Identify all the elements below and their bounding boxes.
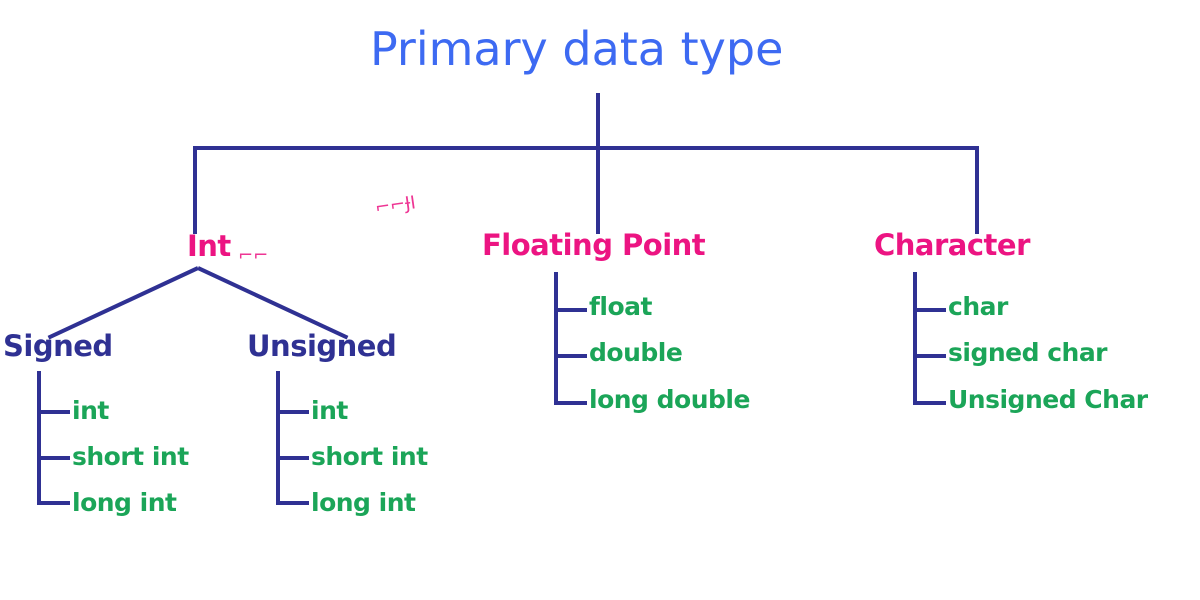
bracket-stub-character-2 bbox=[913, 401, 946, 405]
level2-bus-line bbox=[193, 146, 979, 150]
root-stem-line bbox=[596, 93, 600, 149]
bracket-spine-character bbox=[913, 272, 917, 405]
bracket-stub-character-1 bbox=[913, 354, 946, 358]
drop-line-int bbox=[193, 146, 197, 234]
bracket-spine-signed bbox=[37, 371, 41, 505]
bracket-stub-character-0 bbox=[913, 308, 946, 312]
bracket-stub-signed-0 bbox=[37, 410, 70, 414]
leaf-char[interactable]: char bbox=[948, 292, 1008, 321]
leaf-signed-short-int[interactable]: short int bbox=[72, 442, 189, 471]
leaf-float[interactable]: float bbox=[589, 292, 652, 321]
node-floating-point[interactable]: Floating Point bbox=[482, 228, 706, 262]
leaf-unsigned-int[interactable]: int bbox=[311, 396, 348, 425]
leaf-signed-char[interactable]: signed char bbox=[948, 338, 1108, 367]
node-character[interactable]: Character bbox=[874, 228, 1030, 262]
bracket-spine-unsigned bbox=[276, 371, 280, 505]
leaf-double[interactable]: double bbox=[589, 338, 683, 367]
bracket-stub-unsigned-1 bbox=[276, 456, 309, 460]
bracket-stub-unsigned-2 bbox=[276, 501, 309, 505]
bracket-spine-floating-point bbox=[554, 272, 558, 405]
drop-line-character bbox=[975, 146, 979, 234]
diagram-title: Primary data type bbox=[370, 22, 784, 76]
leaf-unsigned-long-int[interactable]: long int bbox=[311, 488, 416, 517]
leaf-signed-long-int[interactable]: long int bbox=[72, 488, 177, 517]
leaf-signed-int[interactable]: int bbox=[72, 396, 109, 425]
bracket-stub-signed-2 bbox=[37, 501, 70, 505]
node-signed[interactable]: Signed bbox=[3, 329, 113, 363]
bracket-stub-signed-1 bbox=[37, 456, 70, 460]
leaf-long-double[interactable]: long double bbox=[589, 385, 750, 414]
leaf-unsigned-short-int[interactable]: short int bbox=[311, 442, 428, 471]
bracket-stub-floating-0 bbox=[554, 308, 587, 312]
drop-line-floating-point bbox=[596, 146, 600, 234]
node-int[interactable]: Int bbox=[187, 229, 231, 263]
bracket-stub-unsigned-0 bbox=[276, 410, 309, 414]
scan-artifact-mark-b: ⌐⌐ɈI bbox=[373, 192, 418, 219]
bracket-stub-floating-2 bbox=[554, 401, 587, 405]
leaf-unsigned-char[interactable]: Unsigned Char bbox=[948, 385, 1148, 414]
bracket-stub-floating-1 bbox=[554, 354, 587, 358]
node-unsigned[interactable]: Unsigned bbox=[247, 329, 397, 363]
scan-artifact-mark-a: ⌐⌐ bbox=[238, 245, 269, 266]
